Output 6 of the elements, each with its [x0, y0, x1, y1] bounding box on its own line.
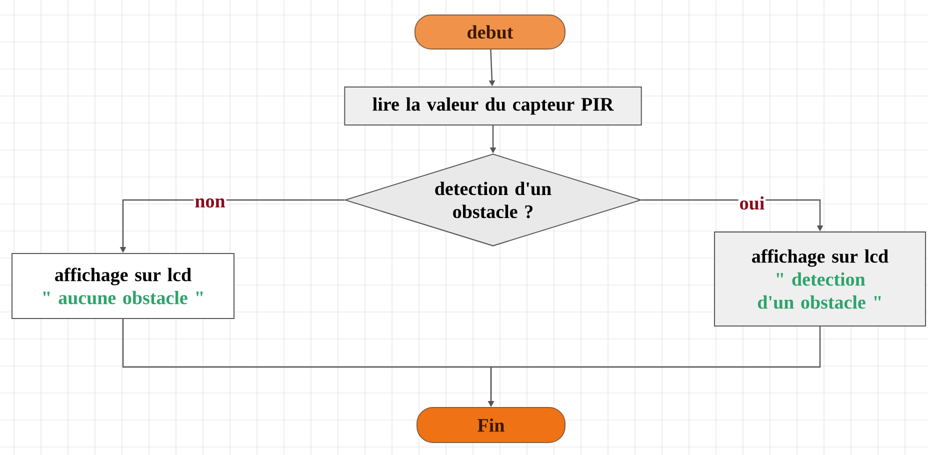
process-box: lire la valeur du capteur PIR — [344, 86, 642, 126]
process-box: affichage sur lcd " aucune obstacle " — [12, 253, 234, 319]
edge-label: non — [194, 197, 226, 209]
edge-label: oui — [738, 195, 766, 211]
terminal-oval: Fin — [416, 407, 566, 443]
process-box: affichage sur lcd " detection d'un obstacle " — [714, 232, 926, 326]
